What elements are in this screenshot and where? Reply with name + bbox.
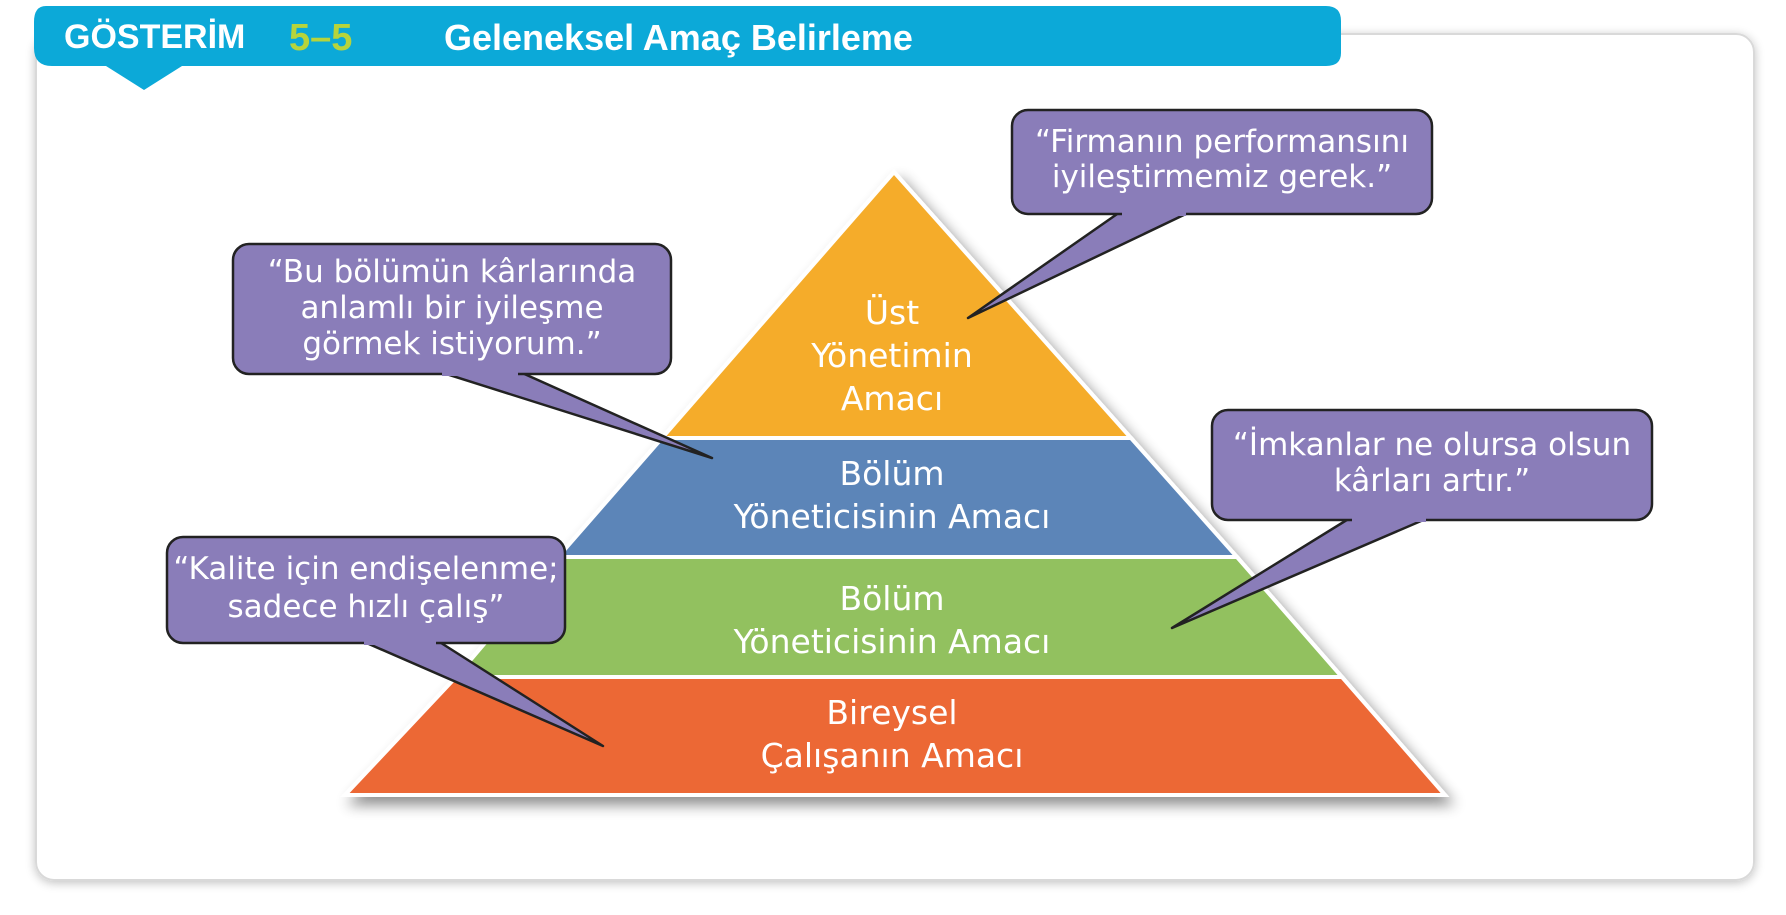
bubble-right-joint xyxy=(1352,512,1426,522)
bubble-top-line-2: iyileştirmemiz gerek.” xyxy=(1052,159,1392,195)
bubble-left-upper-line-1: “Bu bölümün kârlarında xyxy=(268,254,637,290)
tier-individual-employee xyxy=(340,675,1450,797)
tier-labels: Üst Yönetimin Amacı Bölüm Yöneticisinin … xyxy=(733,292,1051,775)
bubble-top-joint xyxy=(1122,206,1186,216)
speech-bubble-left-lower: “Kalite için endişelenme; sadece hızlı ç… xyxy=(165,535,605,748)
bubble-left-lower-line-1: “Kalite için endişelenme; xyxy=(173,551,558,587)
speech-bubble-right: “İmkanlar ne olursa olsun kârları artır.… xyxy=(1170,408,1654,630)
header-label: GÖSTERİM xyxy=(64,18,245,56)
bubble-left-upper-joint xyxy=(442,366,518,376)
header-bar: GÖSTERİM 5–5 Geleneksel Amaç Belirleme xyxy=(34,6,1341,90)
bubble-right-box xyxy=(1210,408,1654,522)
speech-bubble-left-upper: “Bu bölümün kârlarında anlamlı bir iyile… xyxy=(231,242,714,460)
tier-4-line-2: Çalışanın Amacı xyxy=(761,736,1024,775)
bubble-left-upper-line-3: görmek istiyorum.” xyxy=(302,326,601,362)
bubble-right-line-2: kârları artır.” xyxy=(1334,463,1530,499)
goal-pyramid xyxy=(340,168,1450,797)
tier-4-line-1: Bireysel xyxy=(826,693,957,732)
tier-3-line-1: Bölüm xyxy=(839,579,944,618)
tier-1-line-3: Amacı xyxy=(841,379,943,418)
bubble-top-line-1: “Firmanın performansını xyxy=(1035,124,1409,160)
tier-2-line-2: Yöneticisinin Amacı xyxy=(733,497,1051,536)
bubble-left-upper-line-2: anlamlı bir iyileşme xyxy=(300,290,603,326)
bubble-right-line-1: “İmkanlar ne olursa olsun xyxy=(1233,427,1631,463)
header-title: Geleneksel Amaç Belirleme xyxy=(444,17,913,58)
tier-2-line-1: Bölüm xyxy=(839,454,944,493)
tier-3-line-2: Yöneticisinin Amacı xyxy=(733,622,1051,661)
tier-1-line-2: Yönetimin xyxy=(810,336,973,375)
tier-1-line-1: Üst xyxy=(865,292,919,332)
bubble-left-lower-joint xyxy=(364,635,436,645)
header-number: 5–5 xyxy=(289,17,352,59)
bubble-left-lower-line-2: sadece hızlı çalış” xyxy=(228,589,505,625)
bubble-top-box xyxy=(1010,108,1434,216)
speech-bubble-top: “Firmanın performansını iyileştirmemiz g… xyxy=(966,108,1434,320)
